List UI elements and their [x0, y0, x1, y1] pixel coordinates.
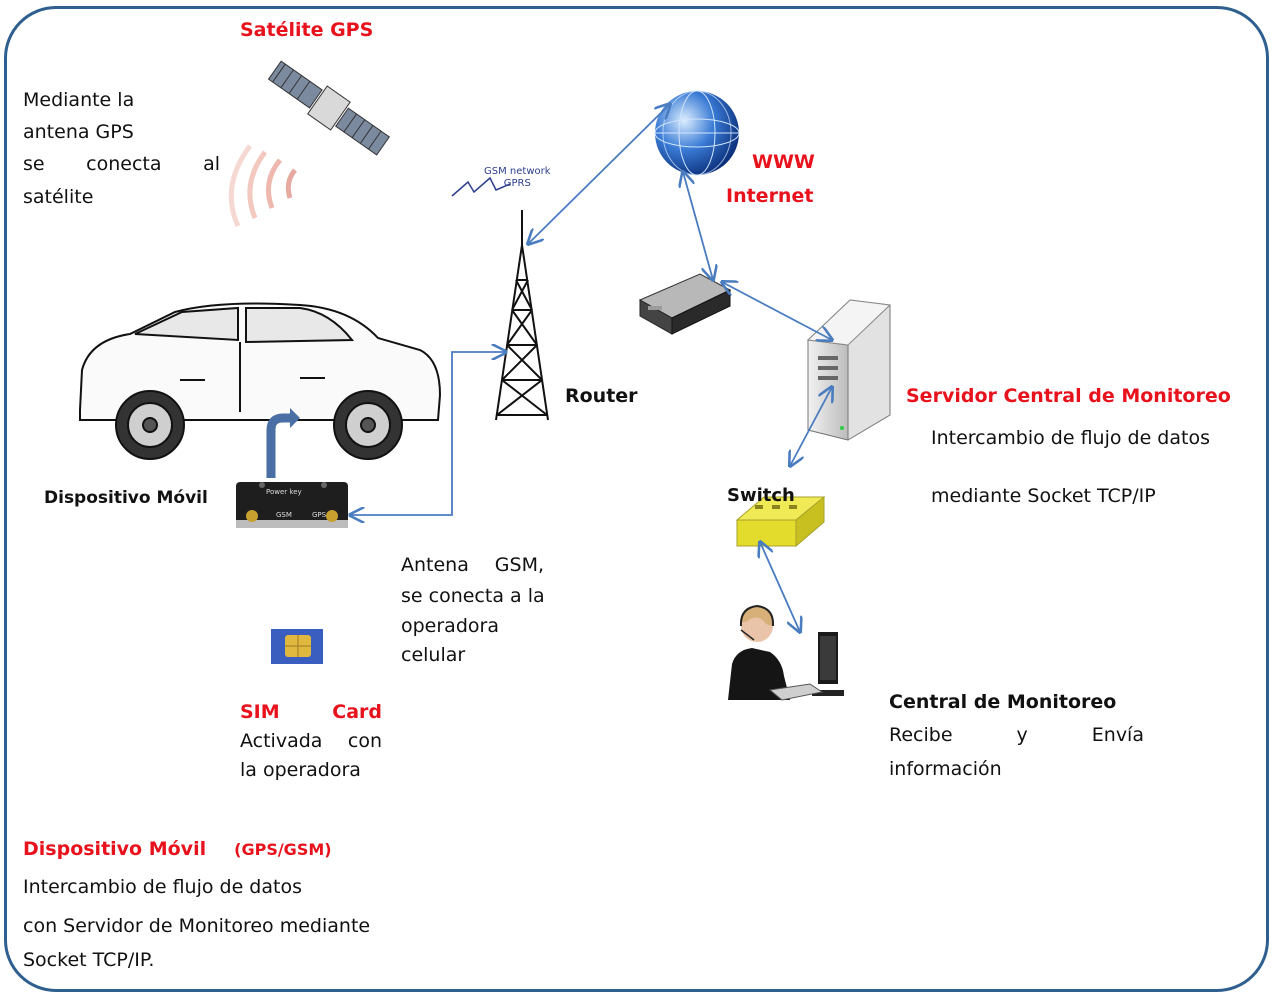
gsm-network-label-line2: GPRS: [503, 178, 531, 189]
sim-title-word1: SIM: [240, 701, 280, 723]
antenna-gsm-line4: celular: [401, 644, 466, 666]
modem-device-icon: [638, 273, 732, 335]
internet-label-www: WWW: [752, 151, 815, 173]
sim-line2-word1: Activada: [240, 730, 323, 752]
satellite-title: Satélite GPS: [240, 19, 374, 41]
antenna-gsm-line2: se conecta a la: [401, 585, 545, 607]
mobile-summary-line3: Socket TCP/IP.: [23, 949, 155, 971]
mobile-summary-title: Dispositivo Móvil (GPS/GSM): [23, 837, 332, 863]
tracker-device-icon: [236, 482, 348, 528]
satellite-desc-word-se: se: [23, 153, 45, 175]
car-icon: [79, 302, 442, 460]
server-title: Servidor Central de Monitoreo: [906, 385, 1231, 407]
sim-title-word2: Card: [332, 701, 382, 723]
signal-bolt-icon: [451, 176, 511, 197]
sim-line3: la operadora: [240, 759, 361, 781]
arrow-server-switch: [790, 387, 832, 466]
satellite-desc-line4: satélite: [23, 186, 94, 208]
sim-title: SIM Card: [240, 700, 382, 726]
satellite-desc-line2: antena GPS: [23, 121, 134, 143]
satellite-desc-line3: se conecta al: [23, 152, 220, 178]
central-line3: información: [889, 758, 1002, 780]
internet-label: Internet: [726, 185, 814, 207]
operator-icon: [728, 604, 844, 701]
central-line2: Recibe y Envía: [889, 723, 1144, 749]
sim-line2-word2: con: [347, 730, 382, 752]
satellite-desc-word-conecta: conecta: [86, 153, 162, 175]
central-line2-word3: Envía: [1091, 724, 1144, 746]
tracker-port-gsm-label: GSM: [276, 511, 292, 519]
arrow-internet-modem: [683, 172, 713, 280]
mobile-summary-title-suffix: (GPS/GSM): [234, 840, 332, 859]
globe-icon: [654, 90, 740, 176]
server-icon: [806, 299, 892, 441]
antenna-gsm-word1: Antena: [401, 554, 469, 576]
arrow-modem-server: [722, 282, 832, 340]
antenna-gsm-line3: operadora: [401, 615, 499, 637]
antenna-gsm-line1: Antena GSM,: [401, 553, 544, 579]
cell-tower-icon: [495, 210, 549, 421]
gsm-network-label: GSM network GPRS: [484, 166, 551, 190]
sim-card-icon: [271, 629, 323, 664]
mobile-summary-line1: Intercambio de flujo de datos: [23, 876, 302, 898]
mobile-summary-title-main: Dispositivo Móvil: [23, 838, 207, 860]
gps-antenna-cable-tip: [290, 408, 300, 428]
server-desc-line1: Intercambio de flujo de datos: [931, 427, 1210, 449]
mobile-summary-line2: con Servidor de Monitoreo mediante: [23, 915, 371, 937]
central-line2-word2: y: [1016, 724, 1028, 746]
satellite-desc-line1: Mediante la: [23, 89, 135, 111]
diagram-frame: [4, 6, 1269, 992]
gsm-network-label-line1: GSM network: [484, 166, 551, 177]
tracker-port-power-label: Power key: [266, 488, 302, 496]
switch-label: Switch: [727, 485, 795, 506]
gps-antenna-cable: [266, 413, 292, 478]
arrow-device-tower: [350, 352, 506, 515]
central-line2-word1: Recibe: [889, 724, 953, 746]
antenna-gsm-word2: GSM,: [494, 554, 544, 576]
arrow-switch-operator: [760, 542, 800, 632]
mobile-device-label: Dispositivo Móvil: [44, 488, 208, 508]
server-desc-line2: mediante Socket TCP/IP: [931, 485, 1156, 507]
satellite-desc-word-al: al: [203, 153, 220, 175]
satellite-icon: [228, 60, 391, 228]
central-title: Central de Monitoreo: [889, 691, 1117, 713]
tracker-port-gps-label: GPS: [312, 511, 327, 519]
sim-line2: Activada con: [240, 729, 382, 755]
arrow-tower-internet: [528, 104, 670, 244]
router-label: Router: [565, 385, 638, 407]
